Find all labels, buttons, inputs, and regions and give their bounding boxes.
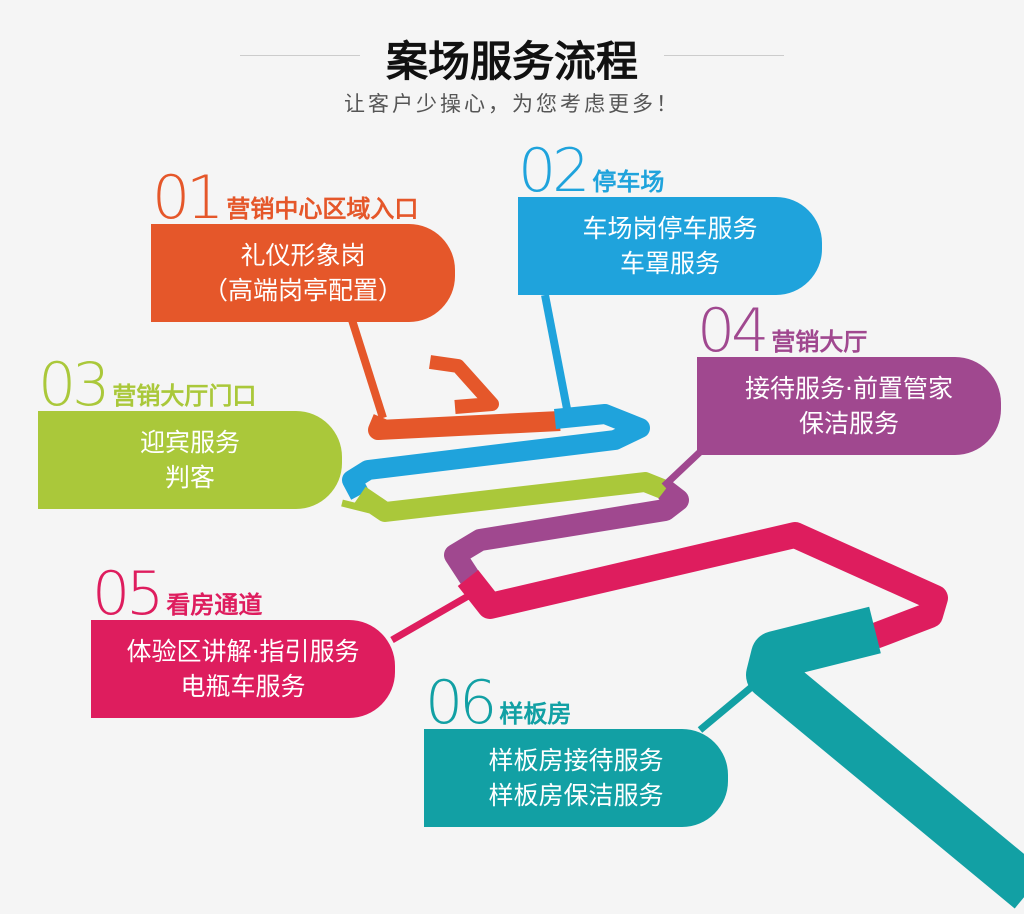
- step-05-card: 体验区讲解·指引服务 电瓶车服务: [91, 620, 395, 718]
- path-segment-green: [341, 472, 674, 522]
- step-02-card: 车场岗停车服务 车罩服务: [518, 197, 822, 295]
- step-detail: 车场岗停车服务: [582, 214, 758, 243]
- step-label: 看房通道: [166, 591, 263, 619]
- step-detail: 判客: [164, 463, 215, 492]
- path-segment-orange: [348, 318, 561, 440]
- step-number: 06: [425, 668, 497, 738]
- step-01-header: 01 营销中心区域入口: [152, 163, 419, 233]
- step-03-header: 03 营销大厅门口: [38, 350, 257, 420]
- step-detail: 样板房保洁服务: [488, 781, 664, 810]
- path-segment-teal: [697, 606, 1024, 909]
- step-06-card: 样板房接待服务 样板房保洁服务: [424, 729, 728, 827]
- step-number: 04: [697, 296, 769, 366]
- step-06-header: 06 样板房: [425, 668, 572, 738]
- step-04-header: 04 营销大厅: [697, 296, 868, 366]
- path-segment-pink: [390, 522, 948, 649]
- path-segment-purple: [444, 449, 703, 585]
- step-label: 营销中心区域入口: [226, 195, 419, 223]
- step-detail: 接待服务·前置管家: [745, 374, 953, 403]
- page-title: 案场服务流程: [385, 37, 638, 86]
- step-detail: 礼仪形象岗: [240, 241, 366, 270]
- step-detail: （高端岗亭配置）: [202, 276, 403, 305]
- step-number: 02: [518, 136, 590, 206]
- step-detail: 电瓶车服务: [180, 672, 306, 701]
- step-number: 01: [152, 163, 224, 233]
- step-label: 停车场: [592, 168, 665, 196]
- step-02-header: 02 停车场: [518, 136, 665, 206]
- step-detail: 迎宾服务: [139, 428, 240, 457]
- step-01-card: 礼仪形象岗 （高端岗亭配置）: [151, 224, 455, 322]
- step-label: 样板房: [499, 700, 572, 728]
- step-number: 03: [38, 350, 110, 420]
- page-subtitle: 让客户少操心，为您考虑更多！: [344, 92, 680, 116]
- step-05-header: 05 看房通道: [92, 559, 263, 629]
- step-number: 05: [92, 559, 164, 629]
- step-03-card: 迎宾服务 判客: [38, 411, 342, 509]
- step-detail: 体验区讲解·指引服务: [126, 637, 360, 666]
- step-detail: 样板房接待服务: [488, 746, 664, 775]
- step-label: 营销大厅: [771, 328, 868, 356]
- path-segment-blue: [342, 294, 650, 500]
- title-rule-left: [240, 55, 360, 56]
- step-label: 营销大厅门口: [112, 382, 257, 410]
- step-detail: 车罩服务: [619, 249, 720, 278]
- step-04-card: 接待服务·前置管家 保洁服务: [697, 357, 1001, 455]
- step-detail: 保洁服务: [798, 409, 899, 438]
- title-rule-right: [664, 55, 784, 56]
